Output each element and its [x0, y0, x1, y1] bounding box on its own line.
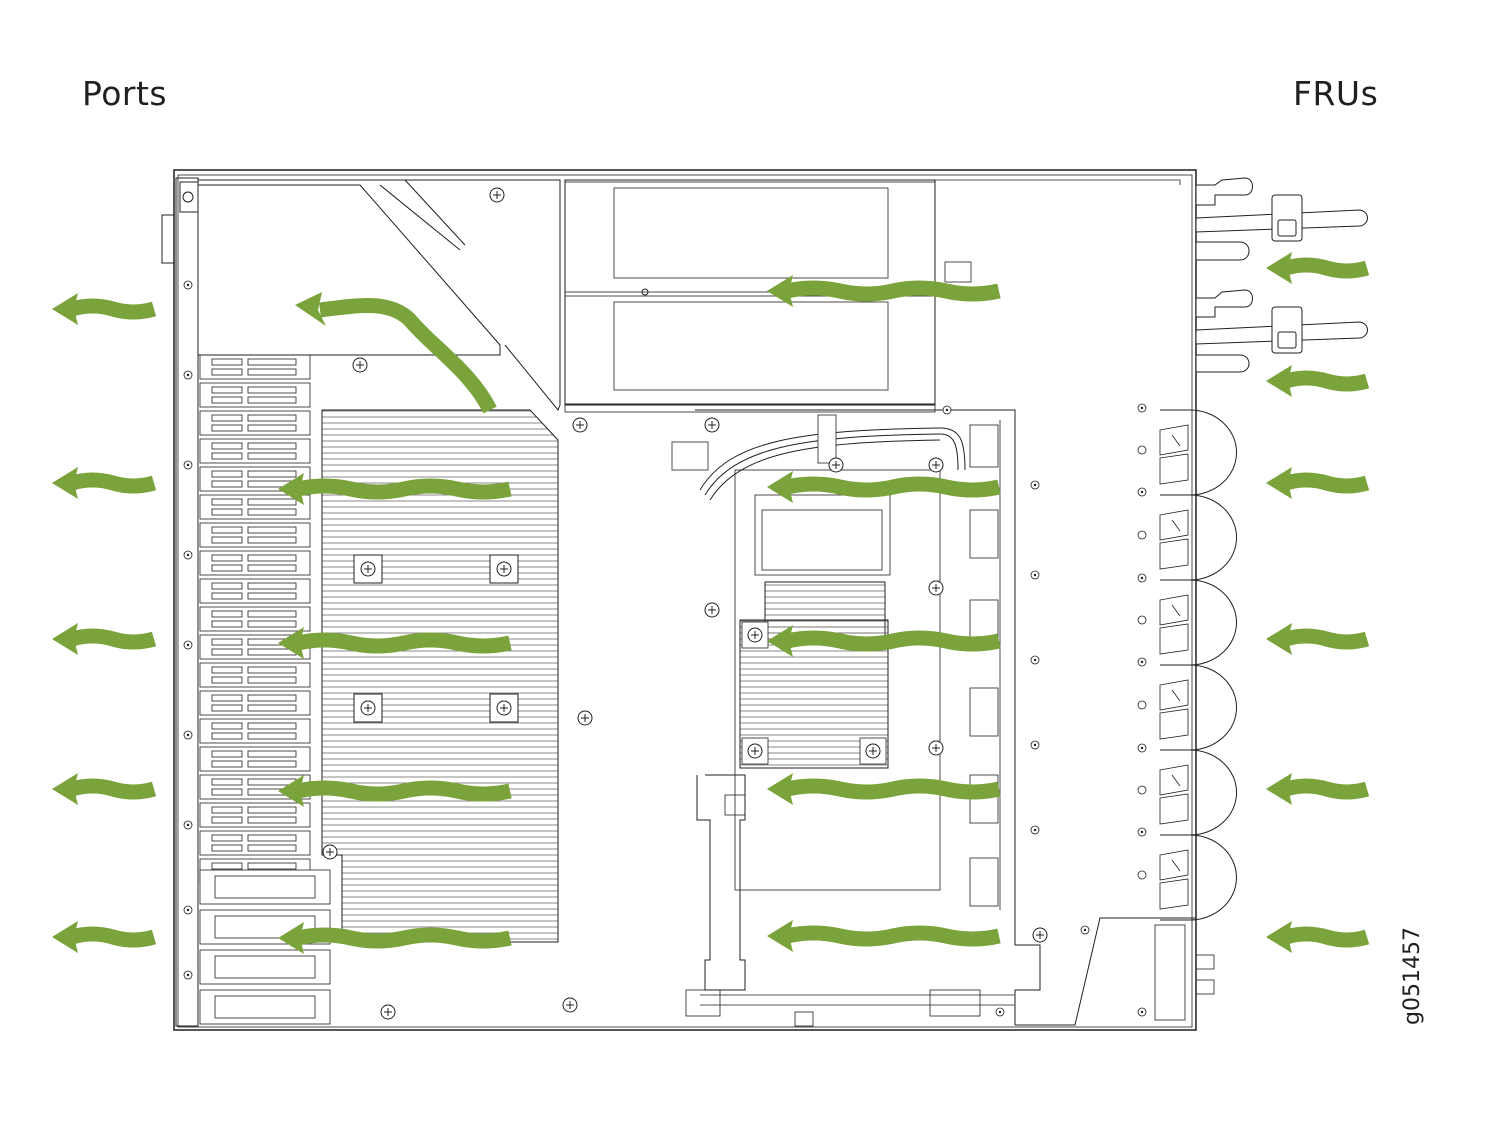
frus-label: FRUs	[1293, 74, 1379, 113]
screw	[704, 417, 720, 433]
fan-module	[1137, 409, 1238, 496]
ring	[1137, 657, 1147, 667]
ring	[995, 1007, 1005, 1017]
screw	[489, 187, 505, 203]
airflow-arrow	[52, 467, 157, 499]
airflow-arrow	[1266, 623, 1370, 655]
ring	[1137, 827, 1147, 837]
airflow-arrow	[52, 623, 157, 655]
airflow-arrow	[278, 473, 512, 505]
port-cage	[199, 494, 311, 520]
ports-label: Ports	[82, 74, 168, 113]
ring	[183, 970, 193, 980]
port-cage	[199, 606, 311, 632]
screw	[352, 357, 368, 373]
port-cage	[199, 718, 311, 744]
port-cage	[199, 578, 311, 604]
airflow-arrow	[52, 773, 157, 805]
airflow-arrow	[1266, 773, 1370, 805]
psu-handles	[1195, 177, 1368, 373]
airflow-arrow	[278, 627, 512, 659]
screw	[928, 740, 944, 756]
port-cage	[199, 410, 311, 436]
port-cage	[199, 662, 311, 688]
fan-module	[1137, 749, 1238, 836]
screw	[928, 457, 944, 473]
ring	[183, 640, 193, 650]
airflow-arrow	[1266, 365, 1370, 397]
airflow-arrow	[1266, 921, 1370, 953]
ring	[1030, 655, 1040, 665]
port-cage	[199, 869, 331, 905]
airflow-arrow	[295, 292, 497, 414]
ring	[1137, 1007, 1147, 1017]
ring	[183, 370, 193, 380]
screw	[322, 844, 338, 860]
ring	[942, 405, 952, 415]
screw	[380, 1004, 396, 1020]
port-cage	[199, 522, 311, 548]
port-cage	[199, 690, 311, 716]
ring	[1030, 480, 1040, 490]
airflow-arrow	[52, 293, 157, 325]
fan-module	[1137, 494, 1238, 581]
airflow-arrow	[1266, 467, 1370, 499]
airflow-arrow	[767, 471, 1001, 503]
port-cage	[199, 802, 311, 828]
ring	[1137, 573, 1147, 583]
ring	[1137, 403, 1147, 413]
airflow-arrow	[278, 922, 512, 954]
power-supply-bays	[198, 179, 1181, 413]
port-cage	[199, 466, 311, 492]
port-cage	[199, 746, 311, 772]
ring	[183, 550, 193, 560]
port-cage	[199, 830, 311, 856]
airflow-arrows	[52, 252, 1370, 954]
port-cage	[199, 354, 311, 380]
ring	[183, 460, 193, 470]
ring	[183, 730, 193, 740]
ring	[183, 905, 193, 915]
ring	[1137, 743, 1147, 753]
airflow-arrow	[52, 921, 157, 953]
ring	[1137, 487, 1147, 497]
fan-module	[1137, 834, 1238, 921]
ring	[1030, 570, 1040, 580]
fan-module	[1137, 579, 1238, 666]
port-cage	[199, 989, 331, 1025]
airflow-arrow	[767, 275, 1001, 307]
airflow-arrow	[767, 625, 1001, 657]
port-cage	[199, 382, 311, 408]
port-cage	[199, 949, 331, 985]
screw	[704, 602, 720, 618]
fan-module	[1137, 664, 1238, 751]
ring	[1080, 925, 1090, 935]
screw	[928, 580, 944, 596]
screw	[562, 997, 578, 1013]
screw	[572, 417, 588, 433]
chassis	[161, 169, 1197, 1031]
port-cages	[199, 354, 331, 1025]
screw	[577, 710, 593, 726]
airflow-arrow	[767, 920, 1001, 952]
ring	[183, 820, 193, 830]
screw	[1032, 927, 1048, 943]
port-cage	[199, 438, 311, 464]
lower-right-bracket	[1015, 917, 1215, 1026]
airflow-arrow	[1266, 252, 1370, 284]
airflow-arrow	[278, 775, 512, 807]
ring	[1030, 740, 1040, 750]
fan-modules	[1137, 409, 1238, 921]
screw	[828, 457, 844, 473]
port-cage	[199, 550, 311, 576]
airflow-arrow	[767, 773, 1001, 805]
ring	[183, 280, 193, 290]
ring	[1030, 825, 1040, 835]
main-heatsink	[321, 409, 559, 943]
cpu-board	[671, 409, 1041, 1027]
